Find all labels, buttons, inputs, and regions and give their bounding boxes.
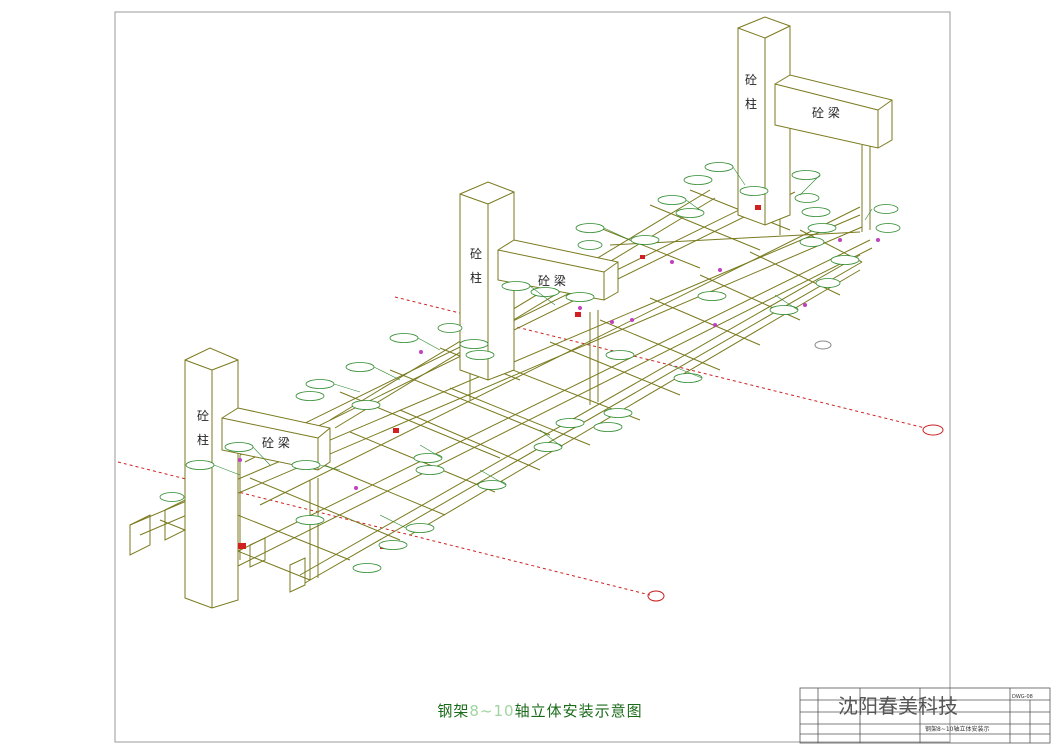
beam-label: 砼 梁 xyxy=(262,435,290,450)
title-block-code: DWG-08 xyxy=(1012,694,1033,700)
beam-label: 砼 梁 xyxy=(538,273,566,288)
grid-bubble xyxy=(647,590,665,602)
watermark-text: 沈阳春美科技 xyxy=(838,694,958,718)
title-block xyxy=(799,687,1051,744)
tag-leaders xyxy=(213,166,873,529)
grid-bubble xyxy=(814,340,832,350)
column-label: 柱 xyxy=(745,96,757,111)
concrete-column xyxy=(737,16,791,226)
title-block-name: 钢架8~10轴立体安装示 xyxy=(925,725,989,733)
column-label: 砼 xyxy=(745,73,757,87)
concrete-column xyxy=(184,347,239,609)
grid-bubble xyxy=(922,424,944,436)
drawing-title-suffix: 轴立体安装示意图 xyxy=(514,702,643,720)
column-label: 砼 xyxy=(470,247,482,261)
drawing-frame xyxy=(114,11,951,743)
concrete-beam xyxy=(221,407,331,471)
concrete-column xyxy=(459,181,515,381)
column-label: 柱 xyxy=(197,432,209,447)
column-label: 砼 xyxy=(197,409,209,423)
column-label: 柱 xyxy=(470,270,482,285)
part-tags xyxy=(159,162,901,573)
drawing-title-prefix: 钢架 xyxy=(437,702,470,720)
drawing-title: 钢架8~10轴立体安装示意图 xyxy=(380,700,700,721)
concrete-beam xyxy=(774,74,893,149)
beam-label: 砼 梁 xyxy=(812,105,840,120)
drawing-title-axis: 8~10 xyxy=(469,702,515,720)
